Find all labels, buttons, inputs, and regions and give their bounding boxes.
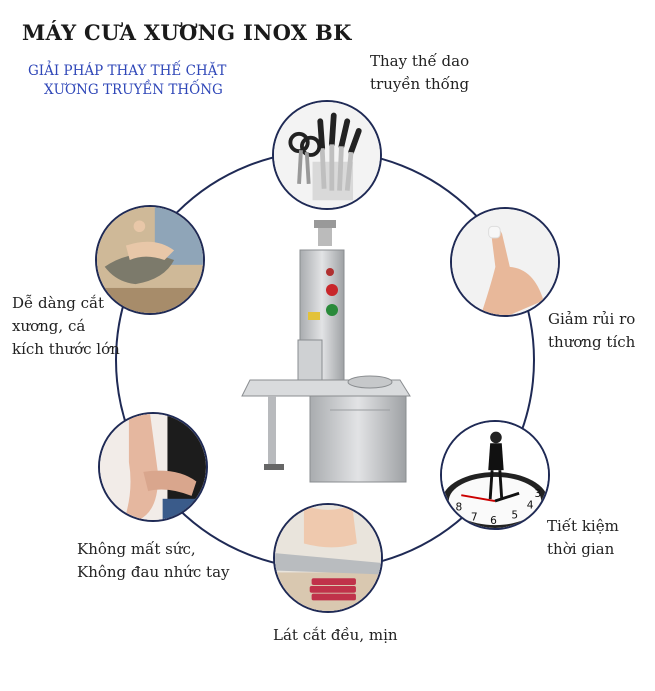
- benefit-safety: Giảm rủi ro thương tích: [548, 310, 636, 351]
- svg-text:3: 3: [535, 488, 542, 500]
- finger-photo: [450, 207, 560, 317]
- arm-photo: [98, 412, 208, 522]
- knives-photo: [272, 100, 382, 210]
- benefit-time: Tiết kiệm thời gian: [547, 517, 619, 558]
- benefit-effort: Không mất sức, Không đau nhức tay: [77, 540, 230, 581]
- benefit-knives: Thay thế dao truyền thống: [370, 52, 470, 93]
- svg-text:8: 8: [455, 502, 462, 514]
- bone-saw-machine-image: [240, 220, 415, 490]
- fish-photo: [95, 205, 205, 315]
- svg-text:7: 7: [471, 511, 478, 523]
- svg-text:4: 4: [527, 500, 534, 512]
- meat-slicing-photo: [273, 503, 383, 613]
- benefit-large: Dễ dàng cắt xương, cá kích thước lớn: [12, 294, 120, 358]
- svg-text:6: 6: [490, 515, 497, 527]
- subtitle-line-1: GIẢI PHÁP THAY THẾ CHẶT: [28, 63, 227, 79]
- subtitle-line-2: XƯƠNG TRUYỀN THỐNG: [44, 82, 223, 98]
- benefit-slice: Lát cắt đều, mịn: [273, 626, 398, 644]
- page-title: MÁY CƯA XƯƠNG INOX BK: [22, 20, 352, 45]
- svg-text:5: 5: [511, 509, 518, 521]
- page-subtitle: GIẢI PHÁP THAY THẾ CHẶT XƯƠNG TRUYỀN THỐ…: [28, 62, 226, 100]
